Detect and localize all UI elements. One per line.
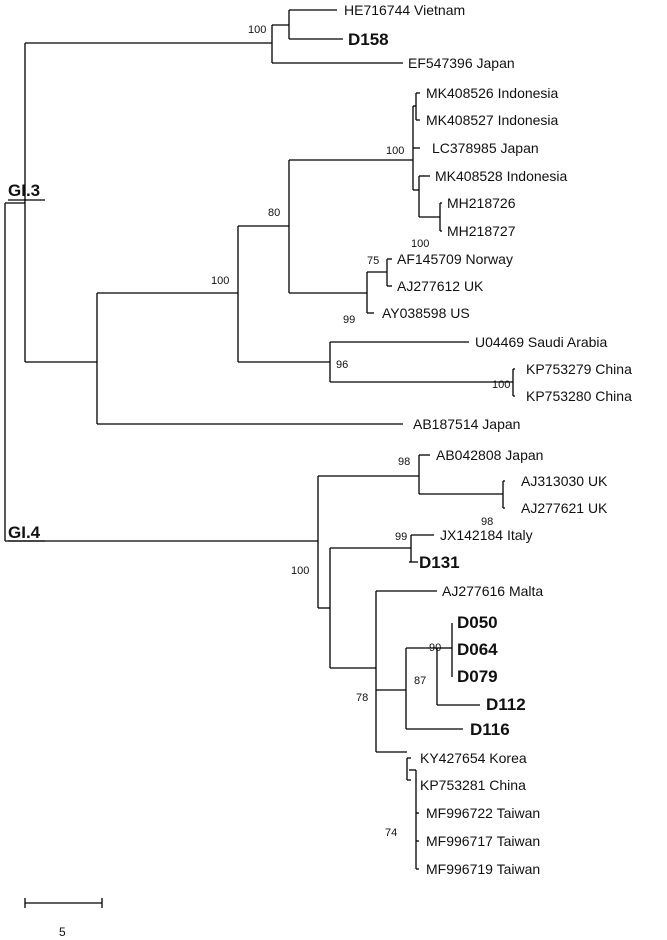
leaf-ab187514: AB187514 Japan (413, 416, 520, 432)
leaf-ky427654: KY427654 Korea (420, 750, 527, 766)
bootstrap-aj-pair: 98 (481, 516, 493, 528)
bootstrap-mk-cluster: 100 (386, 145, 404, 157)
bootstrap-node74: 74 (385, 827, 397, 839)
leaf-d079: D079 (457, 667, 498, 686)
bootstrap-node98: 98 (398, 456, 410, 468)
leaf-mk408528: MK408528 Indonesia (435, 168, 568, 184)
bootstrap-kp-pair: 100 (492, 379, 510, 391)
bootstrap-mh-pair: 100 (411, 238, 429, 250)
leaf-mh218726: MH218726 (447, 195, 516, 211)
leaf-mf996722: MF996722 Taiwan (426, 805, 540, 821)
bootstrap-values: 100 100 100 80 75 99 100 96 100 98 98 99… (211, 24, 510, 839)
leaf-d050: D050 (457, 613, 498, 632)
bootstrap-node87: 87 (414, 675, 426, 687)
leaf-mf996717: MF996717 Taiwan (426, 833, 540, 849)
leaf-d131: D131 (419, 553, 460, 572)
leaf-u04469: U04469 Saudi Arabia (475, 334, 608, 350)
leaf-lc378985: LC378985 Japan (432, 140, 539, 156)
leaf-af145709: AF145709 Norway (397, 251, 513, 267)
bootstrap-node100-gi3: 100 (211, 275, 229, 287)
bootstrap-node80: 80 (268, 207, 280, 219)
leaf-d158: D158 (348, 30, 389, 49)
leaf-labels: HE716744 Vietnam D158 EF547396 Japan MK4… (344, 2, 632, 877)
leaf-kp753281: KP753281 China (420, 777, 526, 793)
leaf-kp753280: KP753280 China (526, 388, 632, 404)
tree-branches (4, 9, 515, 870)
leaf-he716744: HE716744 Vietnam (344, 2, 465, 18)
leaf-ay038598: AY038598 US (382, 305, 470, 321)
leaf-d064: D064 (457, 640, 498, 659)
gi3-label: GI.3 (8, 181, 40, 200)
leaf-mh218727: MH218727 (447, 223, 516, 239)
bootstrap-vietnam-d158: 100 (248, 24, 266, 36)
leaf-aj313030: AJ313030 UK (521, 473, 608, 489)
leaf-mk408527: MK408527 Indonesia (426, 112, 559, 128)
leaf-mk408526: MK408526 Indonesia (426, 85, 559, 101)
bootstrap-node100-gi4: 100 (291, 565, 309, 577)
leaf-aj277612: AJ277612 UK (397, 278, 484, 294)
bootstrap-italy-d131: 99 (395, 531, 407, 543)
leaf-ab042808: AB042808 Japan (436, 447, 543, 463)
leaf-aj277621: AJ277621 UK (521, 500, 608, 516)
leaf-d116: D116 (470, 720, 510, 739)
gi4-label: GI.4 (8, 523, 41, 542)
leaf-aj277616: AJ277616 Malta (442, 583, 543, 599)
bootstrap-node99: 99 (343, 314, 355, 326)
bootstrap-node90: 90 (429, 642, 441, 654)
bootstrap-node75: 75 (367, 255, 379, 267)
scale-bar-label: 5 (59, 925, 66, 939)
leaf-mf996719: MF996719 Taiwan (426, 861, 540, 877)
leaf-d112: D112 (486, 695, 526, 714)
scale-bar: 5 (24, 898, 103, 939)
leaf-ef547396: EF547396 Japan (408, 55, 515, 71)
bootstrap-node96: 96 (336, 359, 348, 371)
leaf-kp753279: KP753279 China (526, 361, 632, 377)
leaf-jx142184: JX142184 Italy (440, 527, 533, 543)
bootstrap-node78: 78 (356, 692, 368, 704)
